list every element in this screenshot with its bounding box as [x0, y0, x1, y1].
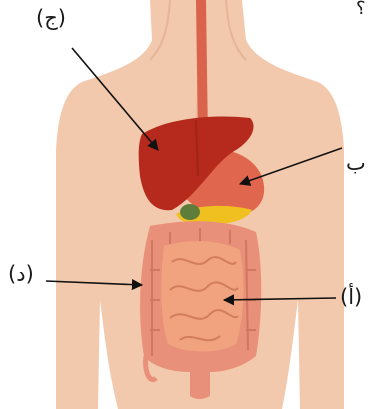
small-intestine-label: (أ) [340, 287, 362, 308]
liver-label: (ج) [36, 8, 66, 29]
gallbladder [180, 204, 200, 220]
stomach-label: ب [346, 153, 366, 174]
cut-off-question-mark: ؟ [356, 0, 366, 18]
large-intestine-label: (د) [8, 264, 34, 285]
small-intestine [161, 241, 243, 351]
